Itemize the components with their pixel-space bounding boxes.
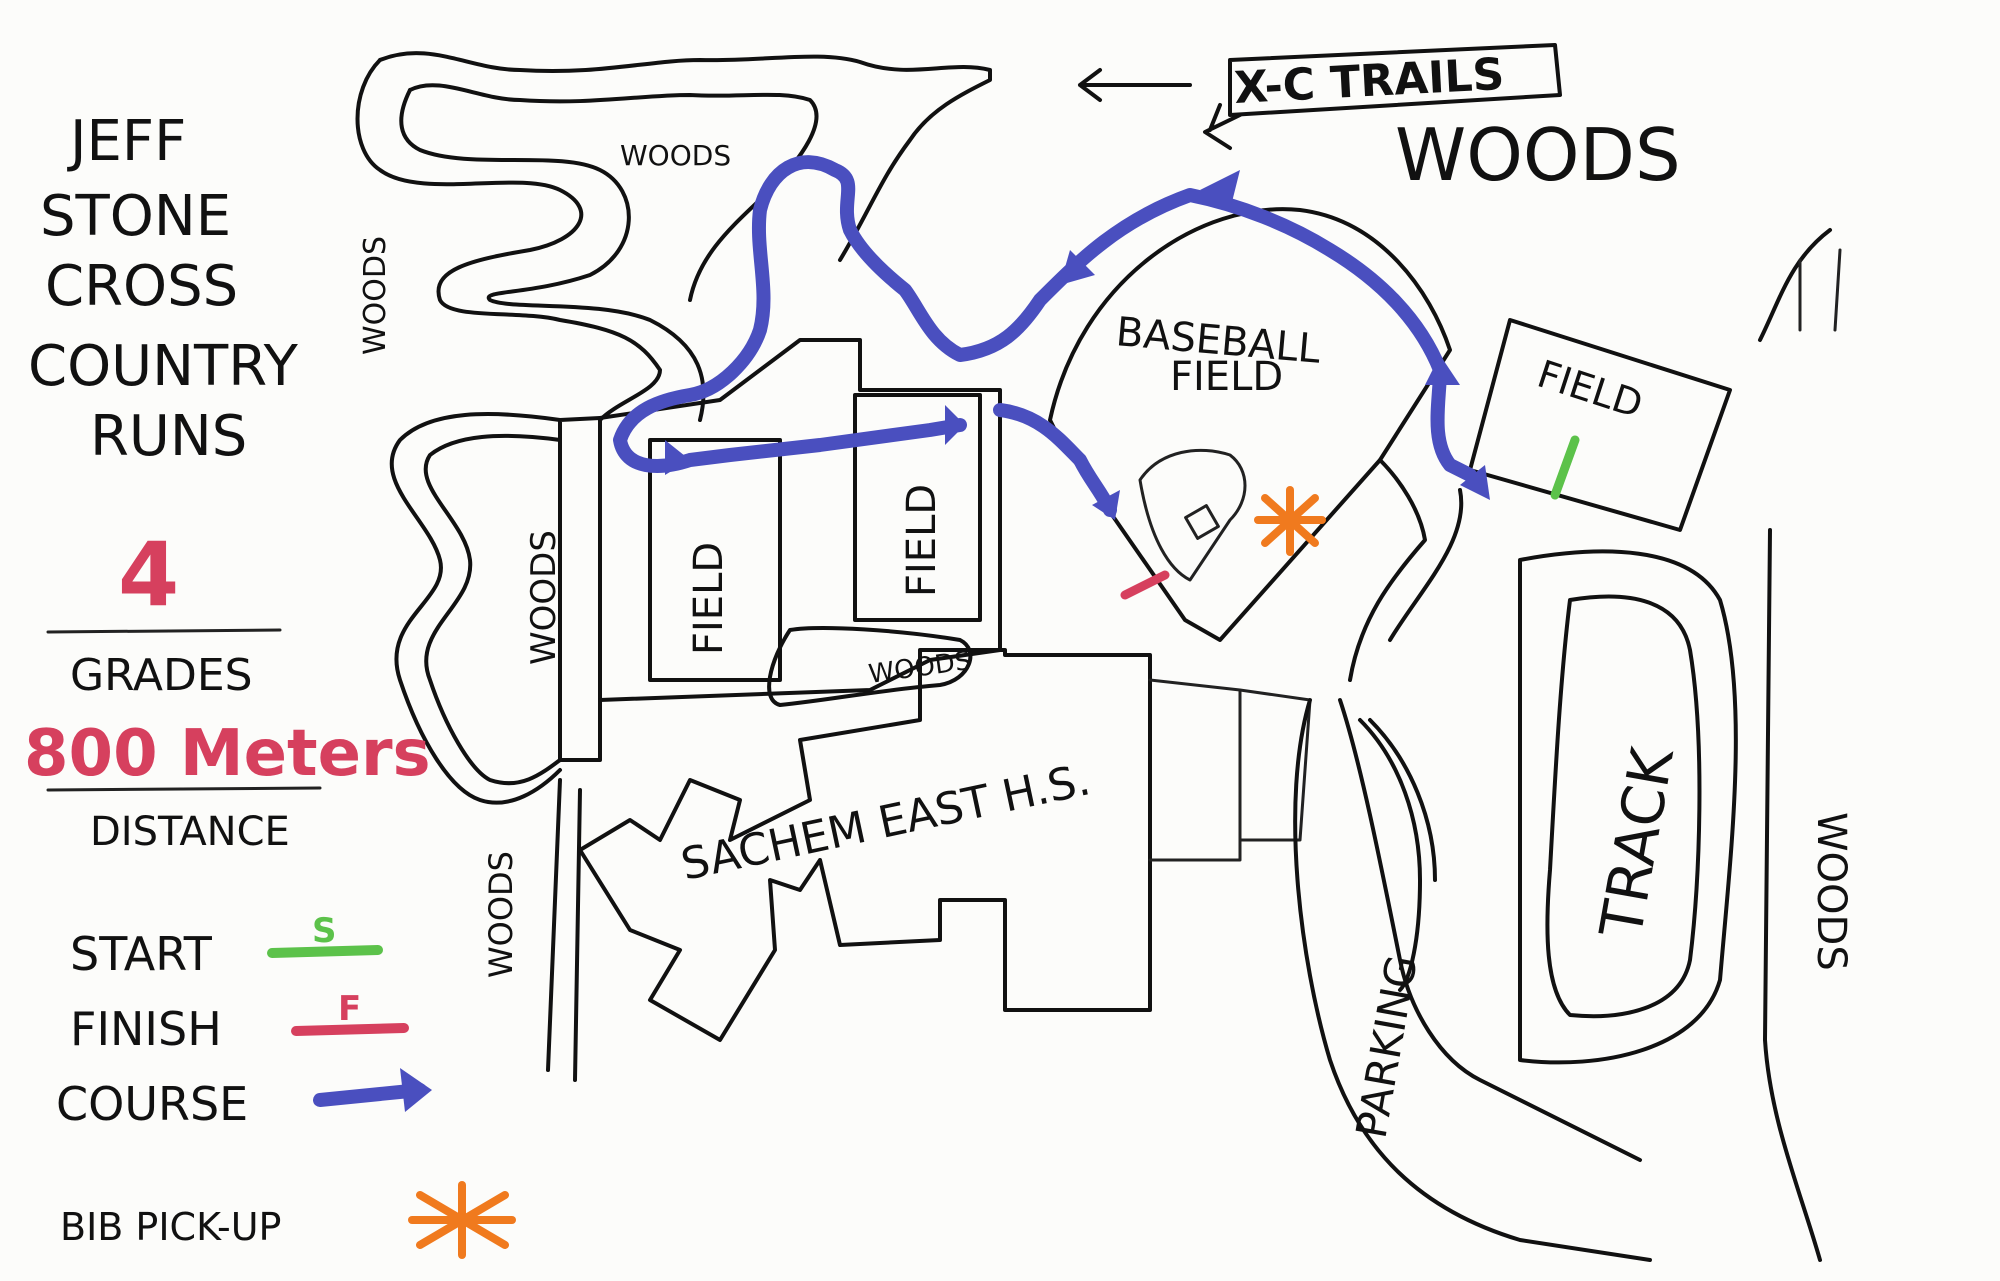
label-field-3: FIELD <box>1532 352 1648 427</box>
rule-above-distance <box>46 786 322 792</box>
field-1-outline <box>648 438 782 682</box>
label-baseball-field-line2: FIELD <box>1170 354 1283 400</box>
course-path-2 <box>993 403 1117 517</box>
trail-zigzag <box>355 58 662 422</box>
label-woods-right: WOODS <box>1808 812 1854 971</box>
legend-finish-symbol: F <box>338 989 361 1029</box>
legend-course-arrowhead <box>400 1068 432 1112</box>
rule-above-grades <box>46 628 282 634</box>
xc-arrow-2 <box>1203 103 1242 150</box>
left-woods-boundary <box>389 412 562 805</box>
field-area-outline <box>598 338 1002 702</box>
bib-pickup-marker-map <box>1254 486 1326 556</box>
label-woods-bottom-left: WOODS <box>482 851 520 978</box>
label-field-2: FIELD <box>899 484 945 597</box>
label-woods-top: WOODS <box>620 139 731 172</box>
access-road <box>1348 458 1464 682</box>
title-line-2: STONE <box>40 184 231 249</box>
start-marker <box>1550 435 1580 500</box>
legend-start-label: START <box>70 927 213 981</box>
finish-marker <box>1120 570 1170 600</box>
title-line-5: RUNS <box>90 404 247 469</box>
track-inner <box>1545 594 1702 1019</box>
label-parking: PARKING <box>1347 952 1427 1142</box>
legend-course-label: COURSE <box>56 1077 248 1131</box>
parking-island <box>1358 718 1437 992</box>
title-line-1: JEFF <box>67 109 186 174</box>
home-plate <box>1184 504 1220 540</box>
school-outline <box>578 648 1152 1042</box>
legend-finish-label: FINISH <box>70 1002 222 1056</box>
title-line-3: CROSS <box>45 254 238 319</box>
parking-road-outer <box>1293 698 1652 1262</box>
course-path <box>613 155 1477 482</box>
bottom-left-road <box>546 778 582 1082</box>
xc-arrow-1 <box>1078 68 1192 102</box>
track-outer <box>1518 549 1738 1065</box>
parking-road-inner <box>1338 698 1642 1162</box>
trail-loop <box>378 51 992 262</box>
label-woods-small: WOODS <box>867 646 973 690</box>
label-school: SACHEM EAST H.S. <box>677 754 1095 890</box>
course-arrowheads <box>665 170 1490 520</box>
label-xc-trails: X-C TRAILS <box>1233 49 1506 114</box>
label-woods-top-right: WOODS <box>1395 113 1681 197</box>
field-3-outline <box>1468 318 1732 532</box>
legend-start-symbol: S <box>312 911 337 951</box>
label-woods-left: WOODS <box>358 236 393 355</box>
distance-label: DISTANCE <box>90 809 290 855</box>
label-track: TRACK <box>1587 741 1688 943</box>
baseball-field-outline <box>1048 207 1452 642</box>
left-woods-boundary-inner <box>423 433 562 786</box>
small-woods-outline <box>767 626 973 707</box>
grades-label: GRADES <box>70 650 253 701</box>
bib-pickup-marker-legend <box>408 1181 516 1259</box>
right-woods-boundary <box>1758 228 1832 1262</box>
grade-number: 4 <box>118 523 179 626</box>
legend-bib-label: BIB PICK-UP <box>60 1205 281 1249</box>
legend-start-line <box>267 945 383 958</box>
xc-trails-box <box>1228 43 1562 117</box>
field-2-outline <box>853 393 982 622</box>
distance-value: 800 Meters <box>24 717 431 791</box>
label-woods-center-left: WOODS <box>524 530 564 665</box>
school-wing <box>1148 678 1312 862</box>
label-field-1: FIELD <box>686 542 732 655</box>
title-line-4: COUNTRY <box>28 334 299 399</box>
right-woods-boundary-2 <box>1798 248 1842 332</box>
trail-zigzag-inner <box>399 88 706 422</box>
legend-finish-line <box>291 1023 409 1036</box>
woods-strip <box>558 416 602 762</box>
baseball-infield <box>1138 448 1247 582</box>
